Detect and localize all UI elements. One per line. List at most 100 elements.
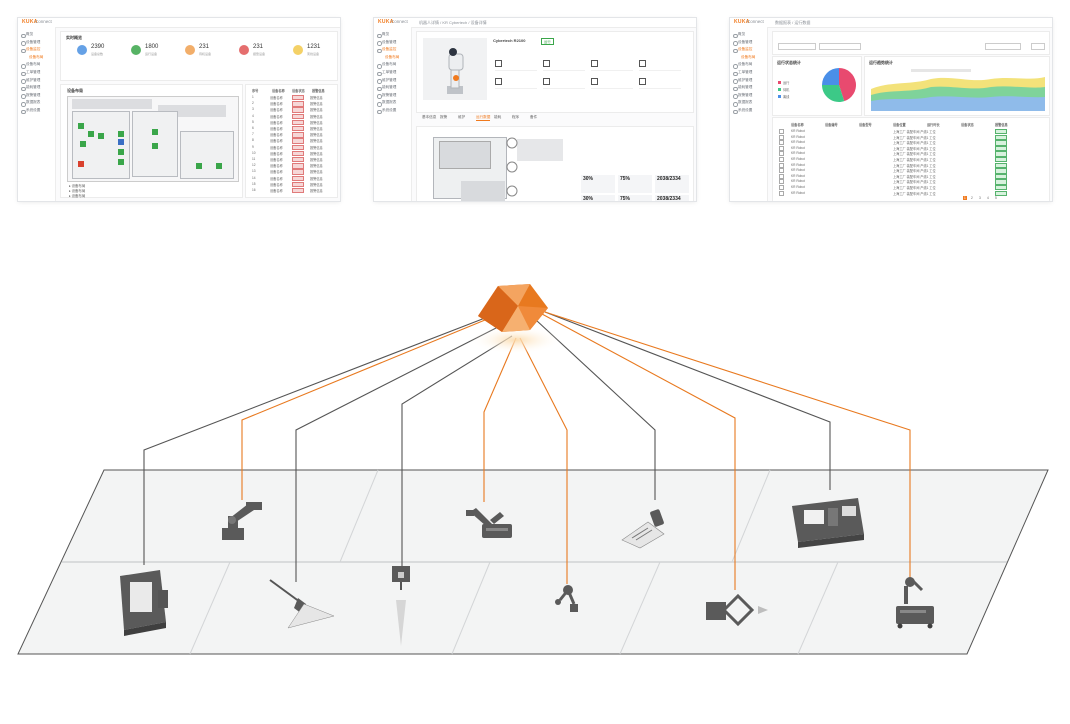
page-button[interactable]: 4 [987,196,989,200]
tab[interactable]: 维护 [458,115,466,119]
tab[interactable]: 备件 [530,115,538,119]
stat-icon [239,45,249,55]
metric-value: 75% [620,176,631,182]
sidebar-item[interactable]: 工单管理 [374,69,411,77]
tab[interactable]: 能耗 [494,115,502,119]
sidebar-item[interactable]: 数据报表 [18,99,55,107]
table-cell: 1 [252,95,254,99]
sidebar-item[interactable]: 设备监控 [374,46,411,54]
expander-row[interactable]: ▸ 设备布局 [69,189,86,193]
table-cell: 报警信息 [310,114,323,119]
app-name: Connect [747,19,764,24]
row-checkbox[interactable] [779,151,784,157]
expander-row[interactable]: ▸ 设备布局 [69,194,86,198]
table-header: 设备状态 [961,123,974,127]
sidebar-item[interactable]: 能耗管理 [18,84,55,92]
tab[interactable]: 运行数据 [476,115,491,121]
sidebar-item[interactable]: 概览 [374,31,411,39]
sidebar-item[interactable]: 系统设置 [730,107,767,115]
row-checkbox[interactable] [779,190,784,196]
table-cell: 16 [252,188,256,192]
sidebar-item[interactable]: 设备布局 [18,61,55,69]
sidebar-item[interactable]: 数据报表 [374,99,411,107]
sidebar-item[interactable]: 设备管理 [374,39,411,47]
stat-icon [293,45,303,55]
sidebar-item[interactable]: 数据报表 [730,99,767,107]
layout-card: 设备布局 ▸ 设备布局▸ 设备布局▸ 设备布局 [60,84,243,198]
sidebar-item[interactable]: 概览 [18,31,55,39]
info-tile[interactable] [495,76,537,89]
row-checkbox[interactable] [779,173,784,179]
filter-select[interactable] [778,43,816,50]
cnc-machine-icon [792,498,864,548]
page-button[interactable]: 1 [963,196,967,200]
sidebar-item[interactable]: 能耗管理 [730,84,767,92]
sidebar-item[interactable]: 系统设置 [18,107,55,115]
metric-tile: 75% [618,195,652,201]
info-tile[interactable] [543,76,585,89]
table-cell: 上海工厂 装配车间 产线1 工位 [893,130,936,134]
table-cell: 上海工厂 装配车间 产线1 工位 [893,141,936,146]
tab[interactable]: 程序 [512,115,520,119]
sidebar-item[interactable]: 设备监控 [730,46,767,54]
row-checkbox[interactable] [779,157,784,162]
sidebar-item[interactable]: 维护管理 [730,77,767,85]
sidebar-item[interactable]: 设备管理 [730,39,767,47]
sidebar-item[interactable]: 维护管理 [374,77,411,85]
info-tile[interactable] [591,76,633,89]
sidebar-subitem[interactable]: 设备布局 [385,54,400,59]
table-header: 报警信息 [995,123,1008,127]
sidebar-subitem[interactable]: 设备布局 [29,54,44,59]
row-checkbox[interactable] [779,145,784,151]
row-checkbox[interactable] [779,140,784,146]
table-cell: KR Robot [791,190,805,195]
table-cell: 11 [252,157,256,161]
sidebar-item[interactable]: 工单管理 [730,69,767,77]
status-badge [292,175,304,181]
tab[interactable]: 基本信息 [422,115,437,119]
sidebar-subitem[interactable]: 设备布局 [741,54,756,59]
info-tile[interactable] [591,58,633,71]
stat-label: 运行设备 [145,52,158,56]
table-header: 设备型号 [859,123,872,127]
table-cell: 设备名称 [270,133,283,138]
info-tile[interactable] [639,76,681,89]
page-button[interactable]: 5 [995,196,997,200]
sidebar-item[interactable]: 工单管理 [18,69,55,77]
row-checkbox[interactable] [779,134,784,140]
sidebar-item[interactable]: 报警管理 [18,92,55,100]
row-checkbox[interactable] [779,168,784,174]
search-button[interactable] [1031,43,1045,50]
sidebar-item[interactable]: 设备布局 [374,61,411,69]
row-checkbox[interactable] [779,129,784,134]
page-button[interactable]: 2 [971,196,973,200]
sidebar-item[interactable]: 报警管理 [374,92,411,100]
tab[interactable]: 报警 [440,115,448,119]
table-cell: 报警信息 [310,108,323,113]
row-checkbox[interactable] [779,162,784,168]
expander-row[interactable]: ▸ 设备布局 [69,184,86,188]
search-input[interactable] [985,43,1021,50]
table-cell: KR Robot [791,179,805,184]
row-checkbox[interactable] [779,179,784,185]
layout-title: 设备布局 [67,88,83,93]
info-tile[interactable] [639,58,681,71]
sidebar-item[interactable]: 概览 [730,31,767,39]
sidebar-item[interactable]: 设备监控 [18,46,55,54]
filter-select[interactable] [819,43,861,50]
info-tile[interactable] [543,58,585,71]
floor-layout[interactable] [67,96,239,182]
status-badge [995,173,1007,180]
info-tile[interactable] [495,58,537,71]
robot-arm-icon [447,48,464,94]
table-cell: 设备名称 [270,108,283,113]
row-checkbox[interactable] [779,185,784,190]
sidebar-item[interactable]: 设备管理 [18,39,55,47]
sidebar-item[interactable]: 报警管理 [730,92,767,100]
page-button[interactable]: 3 [979,196,981,200]
sidebar-item[interactable]: 设备布局 [730,61,767,69]
sidebar-item[interactable]: 系统设置 [374,107,411,115]
sidebar-item[interactable]: 维护管理 [18,77,55,85]
sidebar-item[interactable]: 能耗管理 [374,84,411,92]
